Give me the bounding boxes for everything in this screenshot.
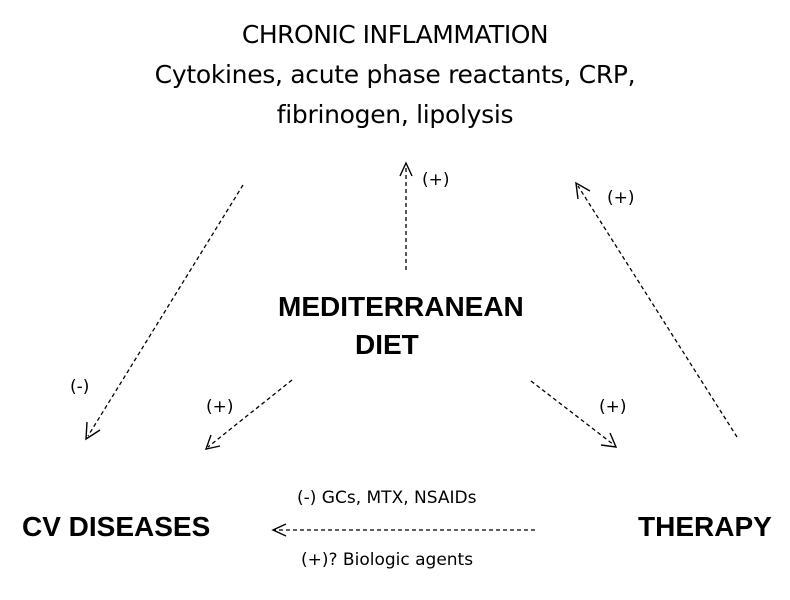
arrow-diet-to-cv [207, 379, 293, 448]
therapy-to-cv-label-positive: (+)? Biologic agents [301, 550, 474, 570]
arrowhead-diet-to-therapy [600, 432, 618, 448]
therapy-to-inflammation-sign: (+) [607, 188, 635, 208]
arrow-therapy-to-inflammation [577, 185, 738, 438]
arrowhead-inflammation-to-cv [85, 421, 101, 441]
arrowhead-diet-to-cv [204, 434, 221, 450]
therapy-label: THERAPY [638, 511, 772, 542]
arrow-inflammation-to-cv [87, 184, 244, 437]
arrowhead-diet-to-inflammation [399, 161, 413, 177]
mediterranean-diet-label-line2: DIET [355, 329, 419, 360]
arrowhead-therapy-to-cv [271, 523, 287, 537]
arrowhead-therapy-to-inflammation [575, 181, 591, 200]
inflammation-to-cv-sign: (-) [70, 377, 90, 397]
cv-diseases-label: CV DISEASES [22, 511, 211, 542]
inflammation-markers-line2: fibrinogen, lipolysis [276, 100, 514, 129]
diet-to-therapy-sign: (+) [599, 397, 627, 417]
mediterranean-diet-label-line1: MEDITERRANEAN [278, 291, 524, 322]
chronic-inflammation-title: CHRONIC INFLAMMATION [241, 20, 549, 49]
diet-to-cv-sign: (+) [206, 397, 234, 417]
arrow-diet-to-therapy [530, 380, 615, 446]
therapy-to-cv-label-negative: (-) GCs, MTX, NSAIDs [297, 488, 477, 508]
diet-to-inflammation-sign: (+) [422, 170, 450, 190]
inflammation-markers-line1: Cytokines, acute phase reactants, CRP, [154, 60, 636, 89]
